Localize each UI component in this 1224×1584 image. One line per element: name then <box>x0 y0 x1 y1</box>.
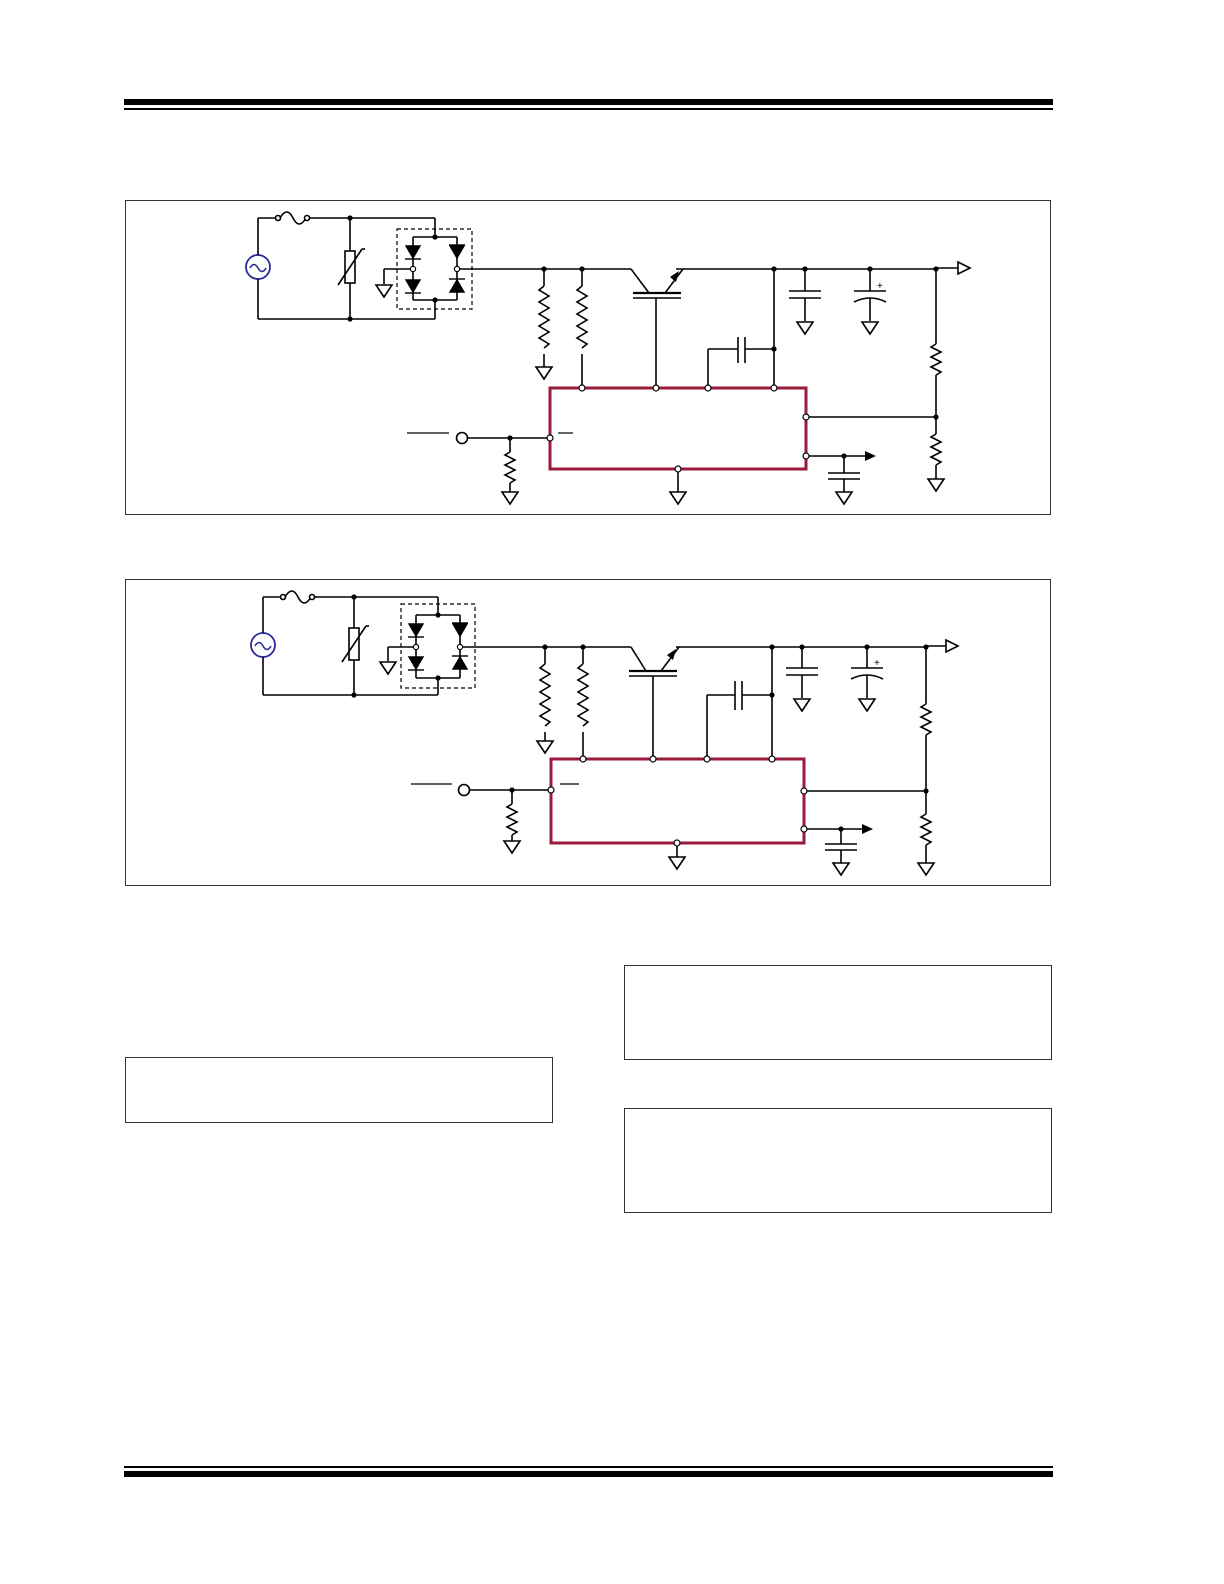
ground-icon <box>857 698 877 713</box>
diode-icon <box>404 279 422 294</box>
resistor-icon <box>505 803 519 836</box>
signal-arrow-icon <box>865 451 876 461</box>
figure-bottom-schematic: + <box>250 590 960 877</box>
diode-icon <box>448 278 466 293</box>
resistor-icon <box>929 343 943 376</box>
svg-text:+: + <box>874 658 880 669</box>
output-terminal-icon <box>945 638 960 654</box>
ground-icon <box>668 491 688 506</box>
ground-icon <box>792 698 812 713</box>
ic-pin <box>547 786 555 794</box>
ground-icon <box>834 491 854 506</box>
resistor-icon <box>576 663 590 727</box>
note-box-right-top <box>624 965 1052 1060</box>
ground-icon <box>831 862 851 877</box>
resistor-icon <box>575 285 589 349</box>
header-rule-thick <box>124 99 1053 105</box>
regulator-ic-outline <box>549 757 806 845</box>
figure-top-schematic: + <box>245 211 972 506</box>
enable-input-terminal <box>457 783 471 797</box>
ic-pin <box>652 384 660 392</box>
ground-icon <box>535 740 555 755</box>
resistor-icon <box>503 451 517 484</box>
fuse-icon <box>279 211 307 225</box>
ic-pin <box>674 465 682 473</box>
ground-icon <box>378 661 398 676</box>
svg-text:+: + <box>877 281 883 292</box>
enable-input-terminal <box>455 431 469 445</box>
ic-pin <box>579 755 587 763</box>
ic-pin <box>649 755 657 763</box>
resistor-icon <box>919 813 933 846</box>
ground-icon <box>374 284 394 299</box>
header-rule-thin <box>124 108 1053 110</box>
signal-arrow-icon <box>862 824 873 834</box>
note-box-left <box>125 1057 553 1123</box>
fuse-terminal <box>274 214 282 222</box>
resistor-icon <box>929 433 943 466</box>
resistor-icon <box>538 663 552 727</box>
transistor-arrow-icon <box>667 649 676 660</box>
figure-bottom-frame: + <box>125 579 1051 886</box>
diode-icon <box>451 623 469 638</box>
diode-icon <box>448 245 466 260</box>
diode-icon <box>407 656 425 671</box>
footer-rule-thick <box>124 1471 1053 1477</box>
ic-pin <box>768 755 776 763</box>
ic-pin <box>703 755 711 763</box>
ground-icon <box>860 321 880 336</box>
resistor-icon <box>537 285 551 349</box>
output-terminal-icon <box>957 260 972 276</box>
diode-icon <box>451 655 469 670</box>
transistor-arrow-icon <box>670 271 679 282</box>
figure-top-frame: + <box>125 200 1051 515</box>
regulator-ic-outline <box>548 386 808 471</box>
ground-icon <box>667 856 687 871</box>
ic-pin <box>800 825 808 833</box>
ground-icon <box>926 478 946 493</box>
fuse-icon <box>284 590 312 604</box>
diode-icon <box>407 623 425 638</box>
ground-icon <box>534 366 554 381</box>
ic-pin <box>578 384 586 392</box>
ic-pin <box>546 434 554 442</box>
resistor-icon <box>919 703 933 736</box>
ic-pin <box>770 384 778 392</box>
ground-icon <box>502 840 522 855</box>
ground-icon <box>500 491 520 506</box>
ic-pin <box>802 413 810 421</box>
ic-pin <box>800 787 808 795</box>
diode-icon <box>404 245 422 260</box>
ground-icon <box>795 321 815 336</box>
ic-pin <box>673 839 681 847</box>
footer-rule-thin <box>124 1466 1053 1468</box>
ground-icon <box>916 862 936 877</box>
note-box-right-bottom <box>624 1108 1052 1213</box>
ic-pin <box>704 384 712 392</box>
ic-pin <box>802 452 810 460</box>
